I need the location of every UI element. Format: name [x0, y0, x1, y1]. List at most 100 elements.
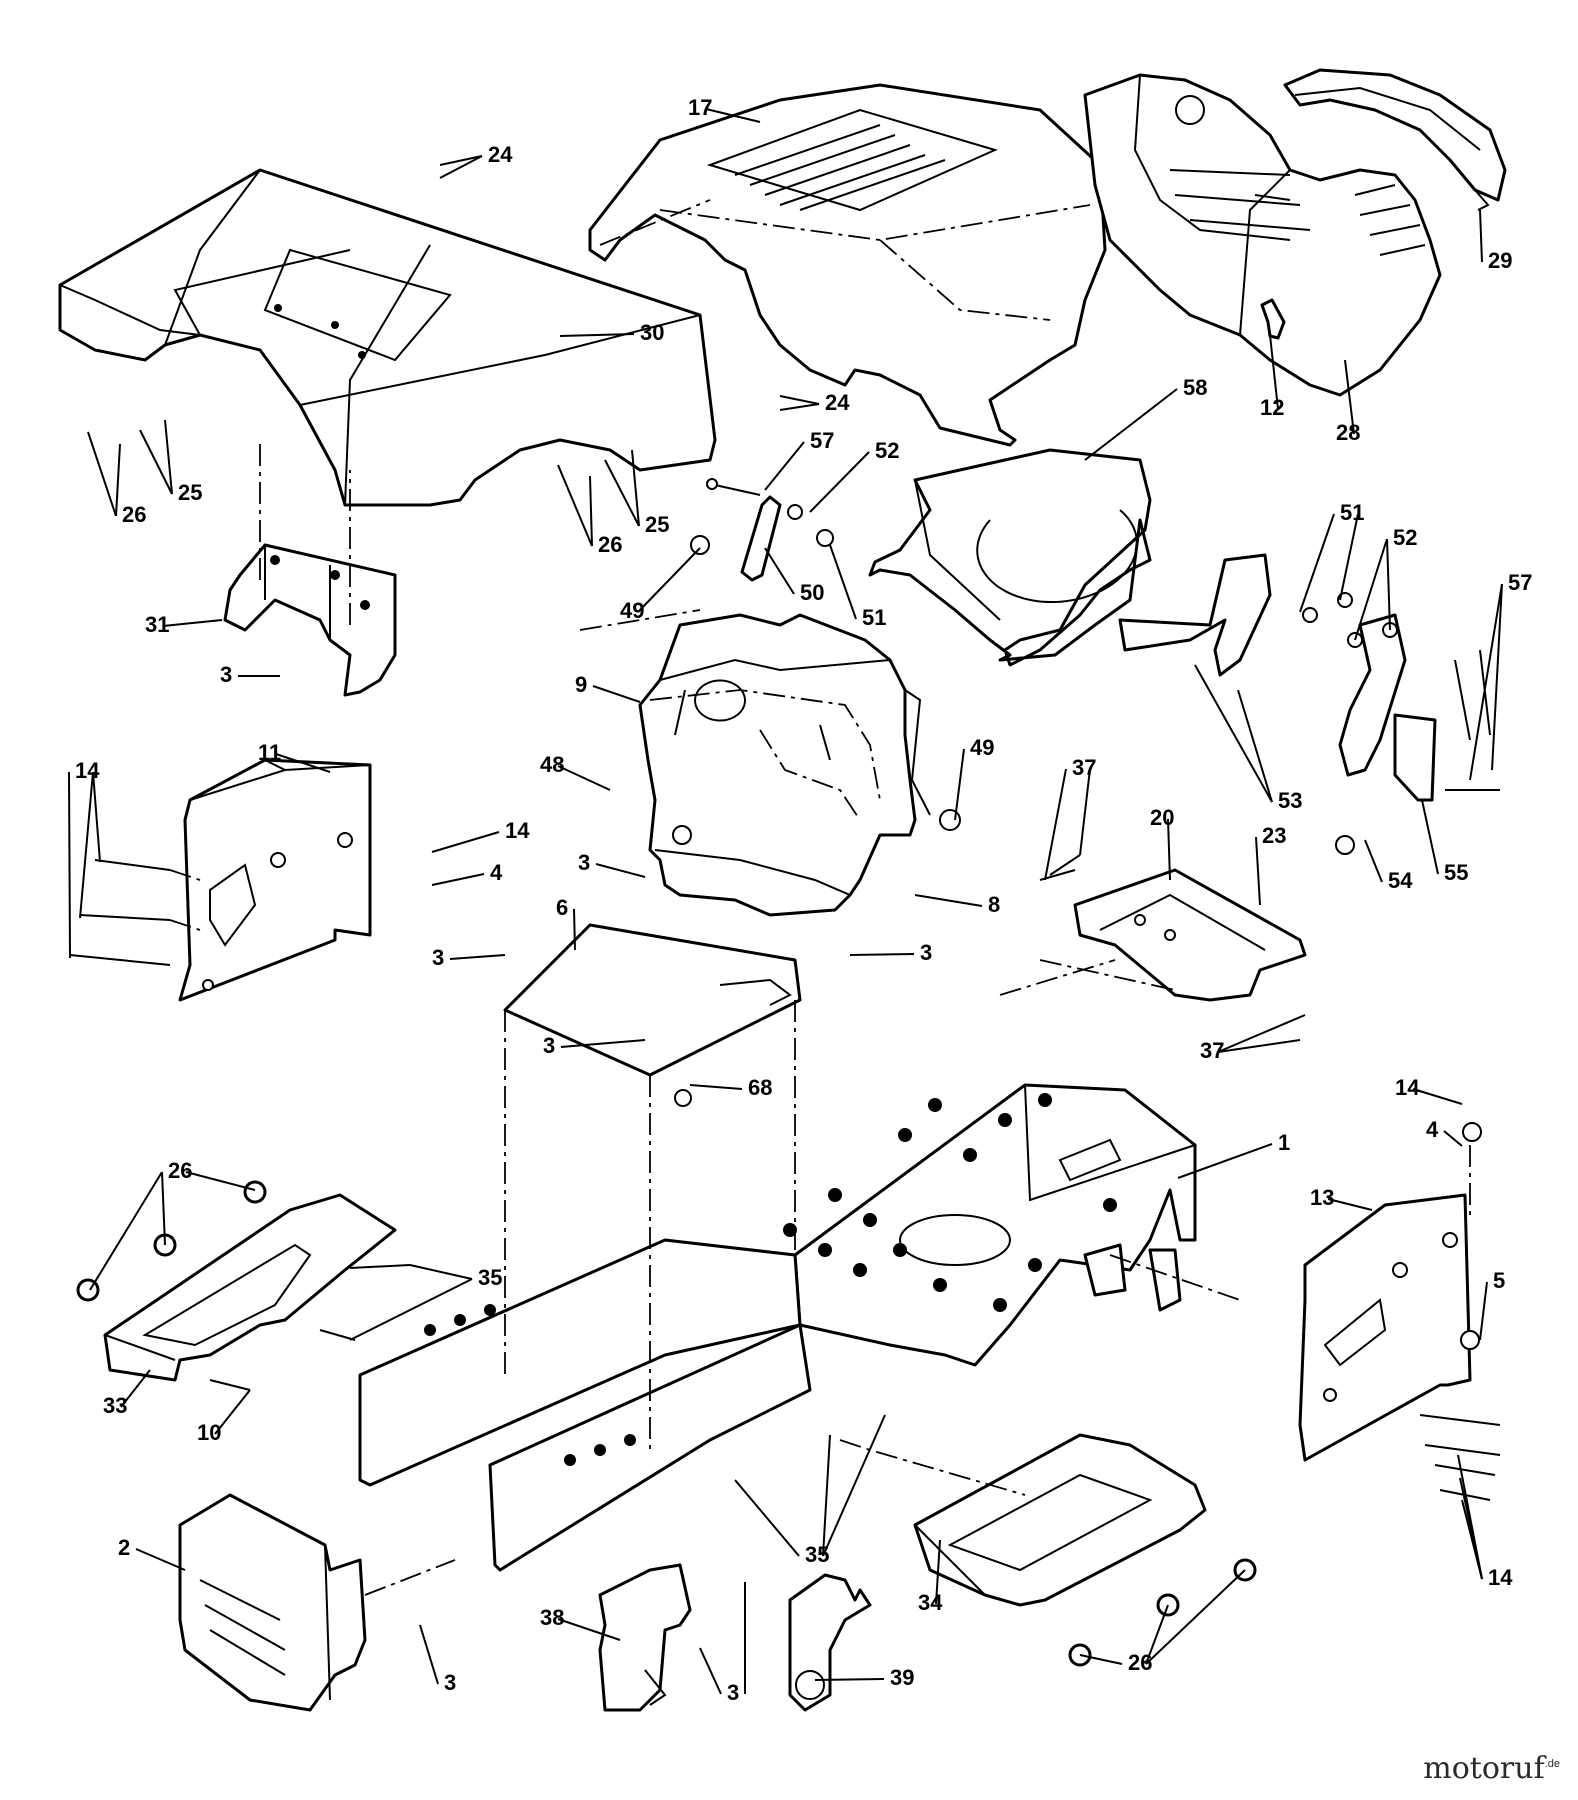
callout-c9: 9 [575, 672, 587, 697]
leader-line-c39 [814, 1678, 885, 1681]
callout-c17a: 17 [688, 95, 712, 120]
assembly-lines [169, 440, 1471, 1596]
callout-c25c: 25 [645, 512, 669, 537]
leader-line-c14h [1461, 1499, 1483, 1580]
leader-line-c52a [809, 451, 870, 513]
leader-line-c37a [1079, 768, 1091, 856]
leader-line-c20 [1167, 818, 1171, 881]
leader-line-c55 [1421, 799, 1439, 875]
leader-line-c3d [849, 953, 915, 956]
callout-c3b: 3 [578, 850, 590, 875]
callout-c28: 28 [1336, 420, 1360, 445]
part-footrest-left [76, 1180, 411, 1391]
leader-line-c14b [79, 771, 94, 919]
callout-c13: 13 [1310, 1185, 1334, 1210]
leader-line-c57a [764, 441, 805, 491]
leader-line-c3b [595, 863, 646, 878]
leader-line-c37b [1044, 768, 1067, 881]
leader-line-c24c [779, 395, 820, 405]
callout-c14a: 14 [75, 758, 100, 783]
callout-c5: 5 [1493, 1268, 1505, 1293]
callout-c49b: 49 [970, 735, 994, 760]
callout-c49a: 49 [620, 598, 644, 623]
leader-line-c14e [1412, 1088, 1463, 1105]
callout-c35c: 35 [805, 1542, 829, 1567]
leader-line-c35d [822, 1434, 831, 1557]
leader-line-c14a [92, 771, 101, 863]
leader-line-c26h [1079, 1654, 1123, 1665]
part-hood [588, 83, 1107, 447]
leader-line-c31 [162, 619, 223, 627]
leader-line-c53b [1237, 689, 1273, 803]
callout-c26c: 26 [598, 532, 622, 557]
callout-c48: 48 [540, 752, 564, 777]
callout-c37c: 37 [1200, 1038, 1224, 1063]
leader-line-c35b [349, 1278, 473, 1341]
callout-c14f: 14 [1488, 1565, 1513, 1590]
leader-line-c4b [1443, 1130, 1463, 1147]
leader-line-c37d [1217, 1039, 1301, 1053]
leader-line-c26b [115, 443, 121, 517]
leader-line-c4a [431, 873, 485, 886]
leader-line-c25d [604, 459, 640, 527]
callout-c37a: 37 [1072, 755, 1096, 780]
callout-c12: 12 [1260, 395, 1284, 420]
leader-line-c25b [139, 429, 173, 495]
brand-logo: motoruf.de [1423, 1751, 1560, 1786]
part-fender [58, 168, 717, 507]
callout-c10: 10 [197, 1420, 221, 1445]
callout-c51a: 51 [862, 605, 886, 630]
leader-line-c2 [135, 1548, 186, 1571]
callout-c1: 1 [1278, 1130, 1290, 1155]
part-clip [1260, 298, 1286, 340]
part-grille [1083, 73, 1442, 397]
part-brackets-53 [1118, 553, 1500, 855]
leader-line-c57c [1491, 583, 1503, 771]
leader-line-c53 [1194, 664, 1273, 803]
leader-line-c26i [1145, 1604, 1169, 1665]
leader-line-c12 [1269, 334, 1279, 410]
leader-line-c33 [120, 1369, 151, 1408]
callout-c3e: 3 [543, 1033, 555, 1058]
part-side-panel-left [69, 758, 372, 1002]
leader-line-c38 [557, 1618, 621, 1641]
callout-c3f: 3 [444, 1670, 456, 1695]
leader-line-c26j [1145, 1569, 1246, 1665]
part-fender-bracket [223, 543, 397, 697]
callout-c58: 58 [1183, 375, 1207, 400]
part-headlight [1283, 68, 1507, 211]
leader-line-c51a [829, 544, 857, 620]
callout-c25a: 25 [178, 480, 202, 505]
leader-line-c24a [439, 155, 483, 166]
leader-line-c26g [89, 1171, 163, 1291]
callout-c8: 8 [988, 892, 1000, 917]
callout-c23: 23 [1262, 823, 1286, 848]
callout-c54: 54 [1388, 868, 1413, 893]
leader-line-c51b [1339, 513, 1359, 601]
callout-c35a: 35 [478, 1265, 502, 1290]
leader-line-c54 [1364, 839, 1383, 883]
leader-line-c52b [1386, 538, 1391, 631]
leader-line-c37c [1217, 1014, 1306, 1053]
leader-line-c34 [935, 1539, 941, 1605]
part-dash [638, 613, 931, 917]
part-pedal-plate [1039, 854, 1307, 1002]
callout-c52b: 52 [1393, 525, 1417, 550]
leader-line-c3c [449, 954, 506, 960]
callout-c30: 30 [640, 320, 664, 345]
callout-c3g: 3 [727, 1680, 739, 1705]
callout-c38: 38 [540, 1605, 564, 1630]
callout-c14d: 14 [505, 818, 530, 843]
callout-c55: 55 [1444, 860, 1468, 885]
leader-line-c10 [214, 1389, 251, 1435]
leader-line-c3f [419, 1624, 439, 1685]
leader-line-c9 [592, 685, 641, 703]
leader-line-c57b [1469, 583, 1503, 781]
callout-c39: 39 [890, 1665, 914, 1690]
leader-line-c50 [764, 547, 795, 595]
leader-line-c17a [705, 108, 761, 123]
part-bracket-39 [788, 1573, 872, 1712]
leader-line-c24d [779, 403, 820, 411]
part-dash-panel [868, 448, 1152, 667]
leader-line-c35a [409, 1264, 473, 1280]
